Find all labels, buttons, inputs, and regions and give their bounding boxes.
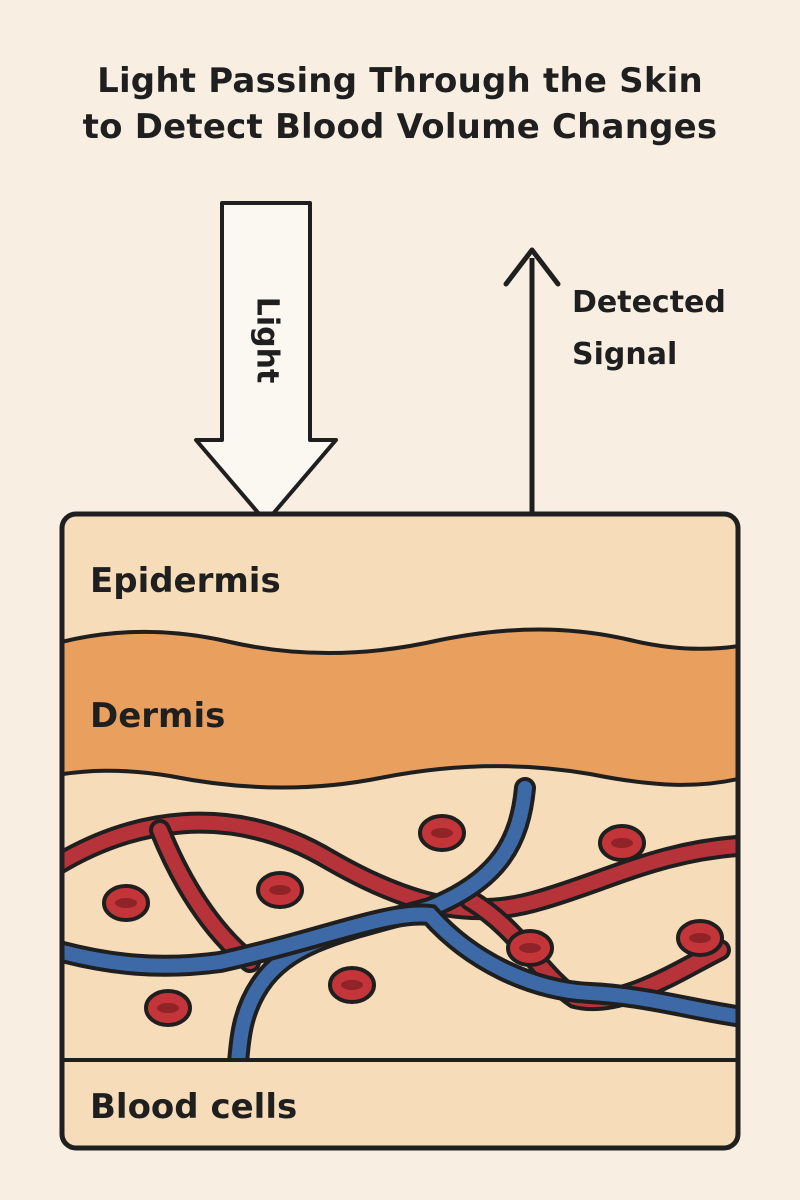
signal-label-line-1: Detected — [572, 285, 726, 320]
dermis-label: Dermis — [90, 696, 225, 736]
blood-cell — [506, 929, 554, 967]
blood-cell — [102, 884, 150, 922]
blood-cell — [676, 919, 724, 957]
blood-cell — [328, 966, 376, 1004]
skin-cross-section — [62, 514, 738, 1148]
light-arrow-shape — [194, 201, 338, 524]
signal-arrow: Detected Signal — [503, 247, 726, 514]
light-label: Light — [250, 297, 285, 384]
blood-cells-band — [62, 1060, 738, 1148]
dermis-layer — [62, 627, 738, 790]
diagram-title: Light Passing Through the Skin to Detect… — [0, 58, 800, 150]
blood-cell — [598, 824, 646, 862]
red-blood-cells — [102, 814, 724, 1027]
blood-cells-label: Blood cells — [90, 1087, 297, 1127]
veins — [62, 777, 738, 1073]
title-line-1: Light Passing Through the Skin — [97, 61, 703, 101]
light-arrow: Light — [194, 201, 338, 524]
vein-2 — [62, 907, 738, 1025]
skin-block-border — [59, 511, 741, 1151]
signal-arrow-head — [503, 247, 561, 287]
blood-cell — [418, 814, 466, 852]
blood-cell — [256, 871, 304, 909]
epidermis-label: Epidermis — [90, 561, 281, 601]
blood-cell — [144, 989, 192, 1027]
title-line-2: to Detect Blood Volume Changes — [82, 107, 718, 147]
signal-label-line-2: Signal — [572, 337, 677, 372]
